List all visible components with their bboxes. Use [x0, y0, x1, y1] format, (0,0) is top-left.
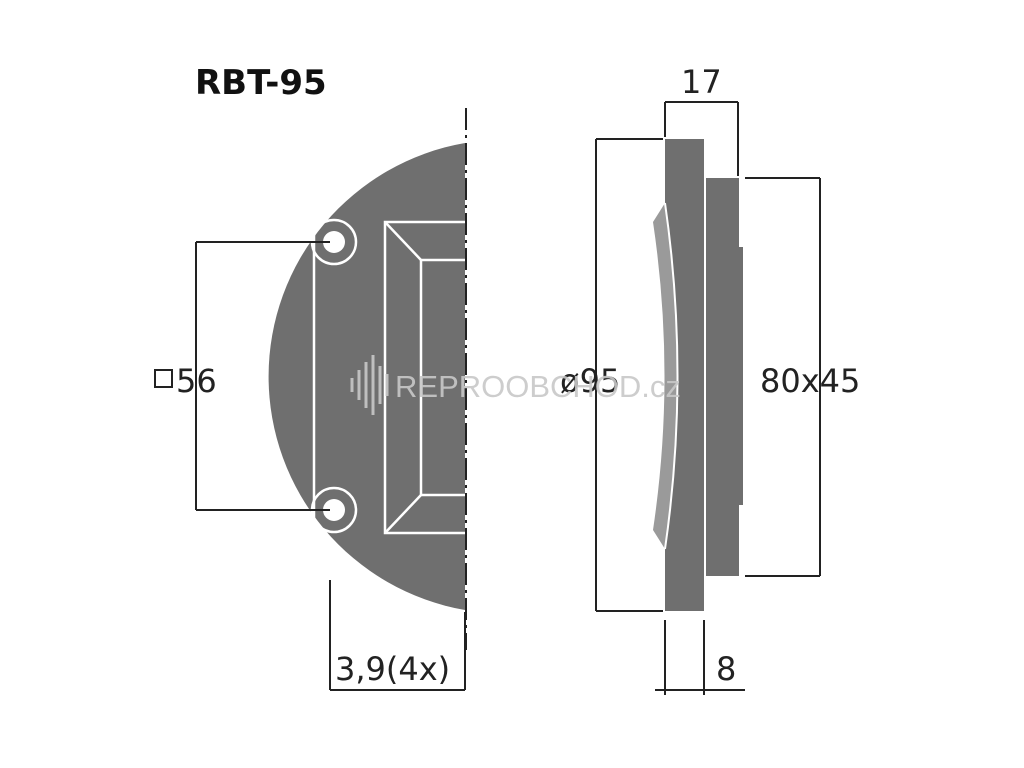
dim-flange-label: 8 — [716, 650, 736, 688]
watermark-text: REPROOBCHOD.cz — [395, 369, 681, 404]
dim-diameter-label: ø95 — [560, 362, 620, 400]
watermark: REPROOBCHOD.cz — [350, 355, 681, 415]
side-magnet — [739, 247, 743, 505]
dim-rear-lines — [745, 177, 821, 577]
dim-hole-lines — [329, 580, 466, 691]
dim-depth-lines — [664, 101, 739, 176]
dim-square-lines — [195, 241, 330, 511]
dim-flange-lines — [655, 620, 745, 695]
watermark-wave-icon — [350, 355, 389, 415]
front-arc-lines — [231, 202, 314, 551]
dim-diameter-lines — [595, 138, 663, 612]
model-title: RBT-95 — [195, 63, 327, 103]
dim-square-label: 56 — [176, 362, 217, 400]
side-view: 17 ø95 80x45 8 — [560, 63, 860, 695]
side-lens — [653, 203, 678, 549]
horn-opening — [383, 220, 465, 535]
dim-depth-label: 17 — [681, 63, 722, 101]
dim-rear-label: 80x45 — [760, 362, 860, 400]
square-symbol-icon — [154, 369, 173, 388]
side-body — [706, 178, 739, 576]
dim-hole-label: 3,9(4x) — [335, 650, 450, 688]
